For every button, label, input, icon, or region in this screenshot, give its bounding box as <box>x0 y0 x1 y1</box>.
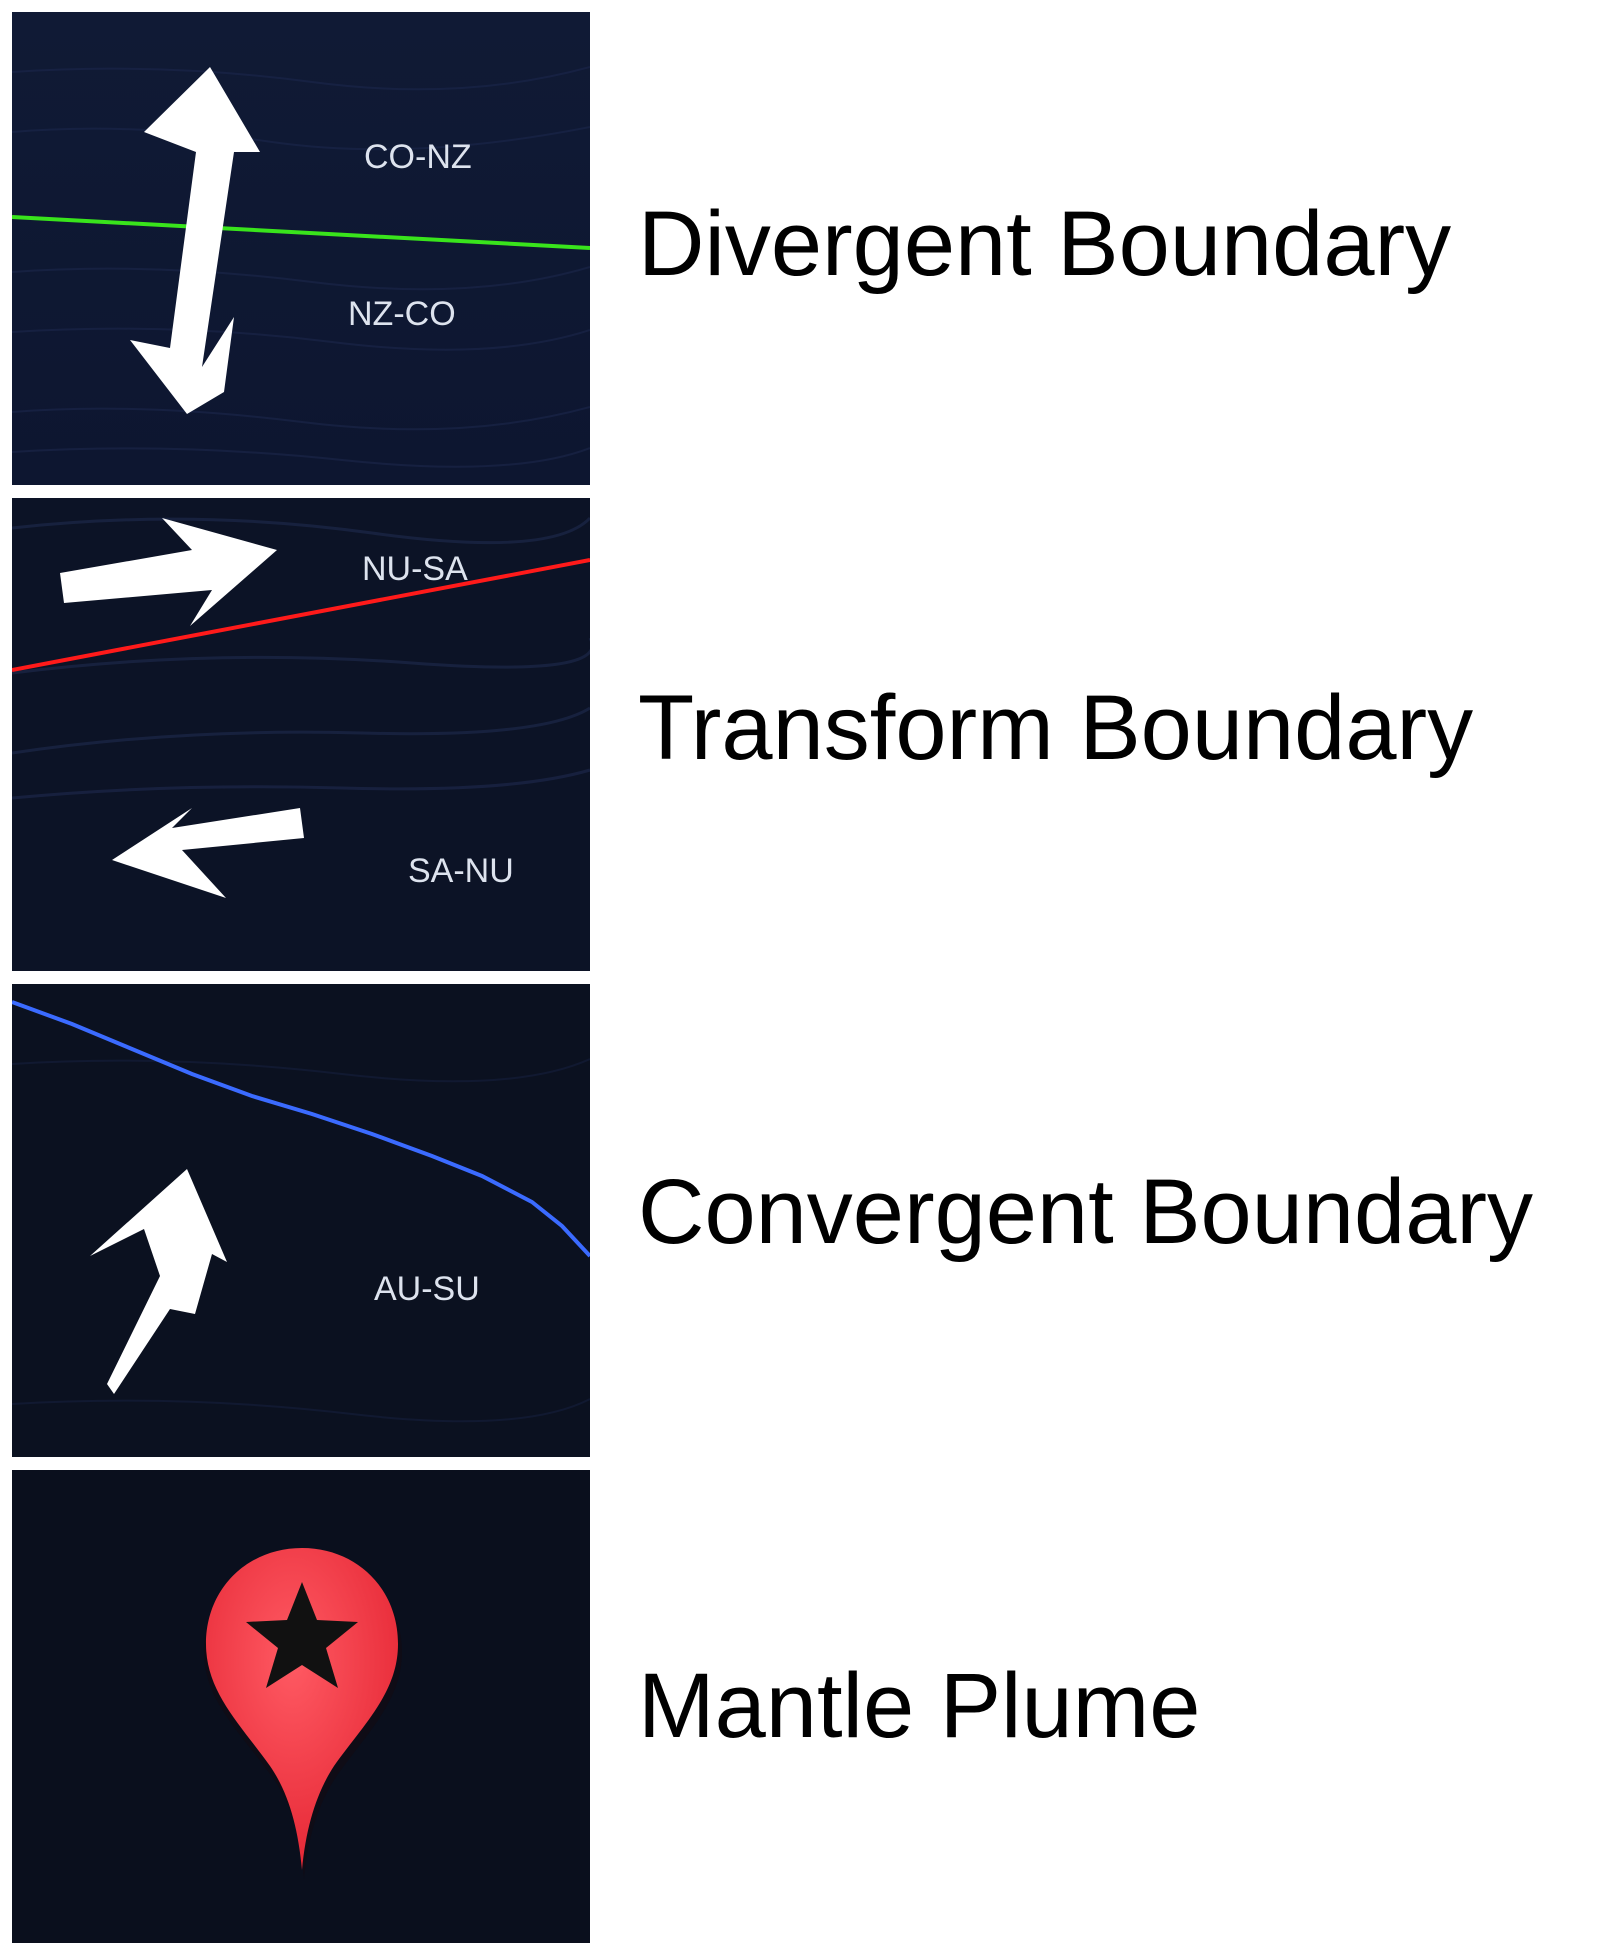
convergent-boundary-label: Convergent Boundary <box>638 1161 1534 1263</box>
plate-label-1: AU-SU <box>374 1270 480 1308</box>
map-background <box>12 12 590 485</box>
transform-boundary-panel: NU-SA SA-NU <box>12 498 590 971</box>
right-arrow-icon <box>60 518 277 626</box>
plate-label-1: CO-NZ <box>364 138 472 176</box>
convergent-boundary-map: AU-SU <box>12 984 590 1457</box>
mantle-plume-label: Mantle Plume <box>638 1655 1201 1757</box>
divergent-boundary-panel: CO-NZ NZ-CO <box>12 12 590 485</box>
up-arrow-icon <box>90 1169 227 1394</box>
boundary-line <box>12 1000 590 1258</box>
plate-label-1: NU-SA <box>362 550 468 588</box>
divergent-boundary-label: Divergent Boundary <box>638 193 1452 295</box>
mantle-plume-panel <box>12 1470 590 1943</box>
divergent-boundary-map: CO-NZ NZ-CO <box>12 12 590 485</box>
transform-boundary-label: Transform Boundary <box>638 677 1474 779</box>
double-arrow-icon <box>130 67 260 414</box>
map-background <box>12 984 590 1457</box>
mantle-plume-map <box>12 1470 590 1943</box>
seafloor-texture <box>12 516 590 800</box>
star-icon <box>246 1582 358 1688</box>
left-arrow-icon <box>112 808 304 898</box>
map-pin-star-icon <box>204 1548 402 1879</box>
plate-label-2: SA-NU <box>408 852 514 890</box>
transform-boundary-map: NU-SA SA-NU <box>12 498 590 971</box>
plate-label-2: NZ-CO <box>348 295 456 333</box>
boundary-line <box>12 215 590 250</box>
seafloor-texture <box>12 1058 590 1423</box>
seafloor-texture <box>12 66 590 468</box>
boundary-line <box>12 558 590 672</box>
convergent-boundary-panel: AU-SU <box>12 984 590 1457</box>
